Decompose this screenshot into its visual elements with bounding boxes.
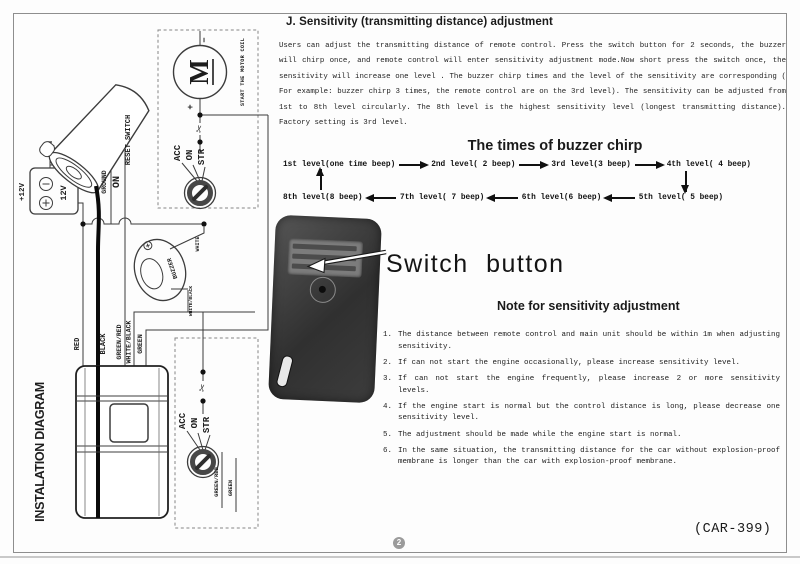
white-label: WHITE [195,236,201,251]
start-motor-coil-label: START THE MOTOR COIL [240,38,246,106]
note-title: Note for sensitivity adjustment [497,299,680,313]
page-number-badge: 2 [393,537,405,549]
level-2: 2nd level( 2 beep) [431,161,516,169]
battery-ext-label: +12V [19,183,27,202]
arrow-right-icon [634,161,665,168]
red-wire-label: RED [74,338,82,351]
reset-switch-horn [39,84,150,194]
level-1: 1st level(one time beep) [283,161,396,169]
minus-label: − [200,37,210,42]
motor-label: M [184,59,214,85]
ignition-box-bottom [174,337,259,529]
ignition-switch-bottom [186,445,220,479]
switch-button-label: Switch button [386,250,565,278]
arrow-up-icon [316,167,324,190]
battery [29,167,79,215]
intro-paragraph: Users can adjust the transmitting distan… [279,42,786,128]
str-label: STR [197,148,207,165]
black-wire [94,185,101,518]
note-item: 6.In the same situation, the transmittin… [383,446,780,467]
level-8: 8th level(8 beep) [283,194,363,202]
on-label-2: ON [190,418,200,429]
arrow-left-icon [364,194,397,201]
green-wire [145,115,269,366]
document-code: (CAR-399) [694,522,772,537]
note-item: 2.If can not start the engine occasional… [383,358,741,367]
arrow-down-icon [681,171,689,194]
plus-label: + [186,104,196,109]
black-wire-label: BLACK [100,333,108,355]
on-wire-label: ON [112,176,123,188]
buzzer-chirp-row-2: 8th level(8 beep) 7th level( 7 beep) 6th… [283,194,723,202]
ignition-switch-top [183,176,217,210]
power-bus [83,217,204,225]
acc-label-2: ACC [178,412,188,429]
ground-label: GROUND [101,170,108,194]
buzzer-chirp-title: The times of buzzer chirp [467,138,643,154]
level-5: 5th level( 5 beep) [638,194,724,202]
switch-button-arrow [306,249,387,274]
page-border [13,13,787,553]
level-7: 7th level( 7 beep) [400,194,485,202]
green-red-2-label: GREEN/RED [213,466,220,496]
battery-label: 12V [59,184,69,200]
ignition-box-top [157,29,259,209]
on-label: ON [185,150,195,161]
arrow-right-icon [399,161,430,168]
level-6: 6th level(6 beep) [521,194,602,202]
str-label-2: STR [202,416,212,433]
green-2-label: GREEN [227,480,234,497]
buzzer-body [133,238,187,302]
green-wire-label: GREEN [137,334,144,354]
junction-dots [80,112,207,404]
buzzer-label: BUZZER [166,257,179,280]
section-title: J. Sensitivity (transmitting distance) a… [286,16,553,28]
white-black-wire-label: WHITE/BLACK [126,320,133,363]
svg-text:M: M [184,59,214,84]
buzzer-chirp-row-1: 1st level(one time beep) 2nd level( 2 be… [283,161,751,169]
acc-label: ACC [173,144,183,161]
paper-bottom-edge [0,556,800,558]
main-unit-window [109,403,149,443]
scissors-icon: ✂ [195,382,211,393]
arrow-left-icon [603,194,635,201]
arrow-right-icon [519,161,550,168]
level-4: 4th level( 4 beep) [666,161,751,169]
note-item: 1.The distance between remote control an… [383,331,780,351]
diagram-title: INSTALATION DIAGRAM [33,382,47,522]
green-red-wire-label: GREEN/RED [116,324,123,359]
arrow-left-icon [486,194,518,201]
white-black-net [133,311,255,366]
level-3: 3rd level(3 beep) [551,161,631,169]
note-item: 3.If can not start the engine frequently… [383,374,780,395]
note-item: 5.The adjustment should be made while th… [383,430,682,439]
reset-switch-label: RESET SWITCH [125,115,133,165]
notes-list: 1.The distance between remote control an… [383,330,780,474]
note-item: 4.If the engine start is normal but the … [383,402,780,423]
white-black-small-label: WHITE/BLACK [188,286,194,317]
scissors-icon: ✂ [192,123,208,134]
